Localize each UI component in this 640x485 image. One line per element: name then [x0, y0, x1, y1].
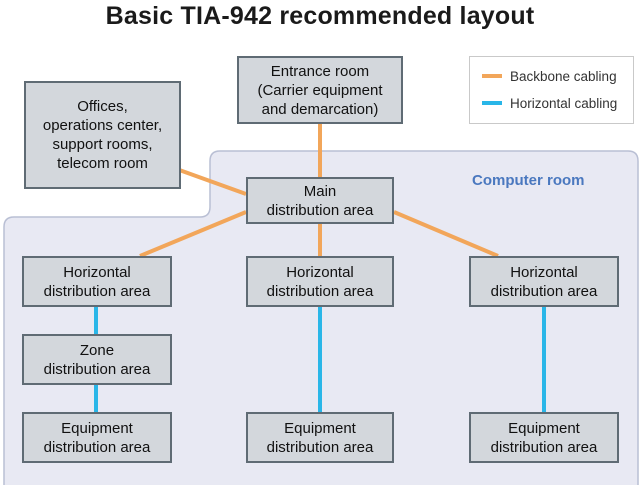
equipment-distribution-area-left-box: Equipment distribution area	[22, 412, 172, 463]
horizontal-distribution-area-left-box: Horizontal distribution area	[22, 256, 172, 307]
offices-label: Offices, operations center, support room…	[42, 98, 163, 172]
legend-label-backbone: Backbone cabling	[510, 68, 617, 84]
zone-distribution-area-box: Zone distribution area	[22, 334, 172, 385]
backbone-line-offices-mda	[170, 165, 247, 196]
backbone-swatch	[482, 74, 502, 78]
legend-item-backbone: Backbone cabling	[482, 67, 617, 85]
backbone-line-mda-hda-right	[393, 210, 499, 258]
equipment-distribution-area-right-label: Equipment distribution area	[490, 419, 598, 456]
horizontal-swatch	[482, 101, 502, 105]
equipment-distribution-area-right-box: Equipment distribution area	[469, 412, 619, 463]
horizontal-distribution-area-center-label: Horizontal distribution area	[266, 263, 374, 300]
computer-room-label: Computer room	[472, 172, 585, 189]
horizontal-distribution-area-left-label: Horizontal distribution area	[43, 263, 151, 300]
legend: Backbone cabling Horizontal cabling	[469, 56, 634, 124]
offices-box: Offices, operations center, support room…	[24, 81, 181, 189]
horizontal-distribution-area-right-box: Horizontal distribution area	[469, 256, 619, 307]
zone-distribution-area-label: Zone distribution area	[43, 341, 151, 378]
entrance-room-box: Entrance room (Carrier equipment and dem…	[237, 56, 403, 124]
legend-item-horizontal: Horizontal cabling	[482, 94, 617, 112]
equipment-distribution-area-center-label: Equipment distribution area	[266, 419, 374, 456]
horizontal-distribution-area-right-label: Horizontal distribution area	[490, 263, 598, 300]
backbone-line-mda-hda-left	[139, 210, 247, 258]
horizontal-cabling-lines	[94, 307, 546, 412]
main-distribution-area-label: Main distribution area	[266, 182, 374, 219]
backbone-cabling-lines	[139, 124, 499, 258]
equipment-distribution-area-center-box: Equipment distribution area	[246, 412, 394, 463]
horizontal-distribution-area-center-box: Horizontal distribution area	[246, 256, 394, 307]
page-title: Basic TIA-942 recommended layout	[105, 2, 535, 30]
legend-label-horizontal: Horizontal cabling	[510, 95, 618, 111]
main-distribution-area-box: Main distribution area	[246, 177, 394, 224]
entrance-room-label: Entrance room (Carrier equipment and dem…	[257, 62, 383, 118]
equipment-distribution-area-left-label: Equipment distribution area	[43, 419, 151, 456]
